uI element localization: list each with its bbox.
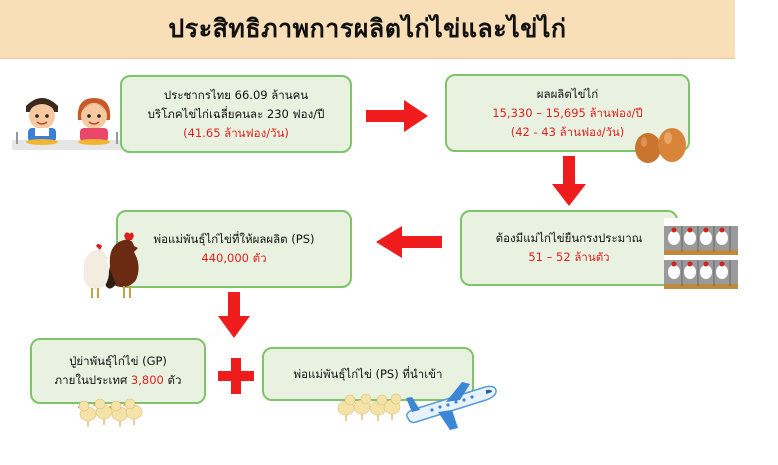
- consumption-per-capita: บริโภคไข่ไก่เฉลี่ยคนละ 230 ฟอง/ปี: [147, 106, 325, 121]
- ps-count: 440,000 ตัว: [201, 251, 267, 265]
- caged-hens-icon: [664, 218, 738, 294]
- arrow-down-1: [552, 156, 586, 206]
- page-title: ประสิทธิภาพการผลิตไก่ไข่และไข่ไก่: [168, 14, 567, 43]
- chicks-icon: [78, 398, 143, 427]
- eggs-icon: [635, 128, 686, 163]
- gp-count: 3,800: [130, 373, 164, 387]
- production-label: ผลผลิตไข่ไก่: [536, 86, 599, 101]
- gp-domestic: ภายในประเทศ 3,800 ตัว: [54, 373, 182, 387]
- consumption-population: ประชากรไทย 66.09 ล้านคน: [163, 87, 309, 102]
- arrow-right-1: [366, 100, 428, 132]
- chicks-icon: [337, 393, 402, 421]
- production-box: ผลผลิตไข่ไก่ 15,330 – 15,695 ล้านฟอง/ปี …: [445, 74, 690, 152]
- gp-label: ปู่ย่าพันธุ์ไก่ไข่ (GP): [69, 354, 167, 368]
- arrow-down-2: [218, 292, 250, 338]
- rooster-hen-icon: [83, 232, 139, 298]
- consumption-daily: (41.65 ล้านฟอง/วัน): [183, 125, 289, 140]
- hens-count: 51 – 52 ล้านตัว: [528, 250, 610, 264]
- hens-box: ต้องมีแม่ไก่ไข่ยืนกรงประมาณ 51 – 52 ล้าน…: [460, 210, 678, 286]
- imported-label: พ่อแม่พันธุ์ไก่ไข่ (PS) ที่นำเข้า: [293, 366, 443, 381]
- title-banner: ประสิทธิภาพการผลิตไก่ไข่และไข่ไก่: [0, 0, 735, 59]
- ps-box: พ่อแม่พันธุ์ไก่ไข่ที่ให้ผลผลิต (PS) 440,…: [116, 210, 352, 288]
- production-yearly: 15,330 – 15,695 ล้านฟอง/ปี: [492, 105, 643, 120]
- plus-icon: [218, 358, 254, 394]
- production-daily: (42 - 43 ล้านฟอง/วัน): [510, 124, 625, 139]
- children-eating-icon: [12, 98, 124, 150]
- consumption-box: ประชากรไทย 66.09 ล้านคน บริโภคไข่ไก่เฉลี…: [120, 75, 352, 153]
- hens-label: ต้องมีแม่ไก่ไข่ยืนกรงประมาณ: [495, 231, 643, 245]
- ps-label: พ่อแม่พันธุ์ไก่ไข่ที่ให้ผลผลิต (PS): [153, 232, 315, 246]
- airplane-icon: [405, 382, 497, 430]
- arrow-left-1: [376, 226, 442, 258]
